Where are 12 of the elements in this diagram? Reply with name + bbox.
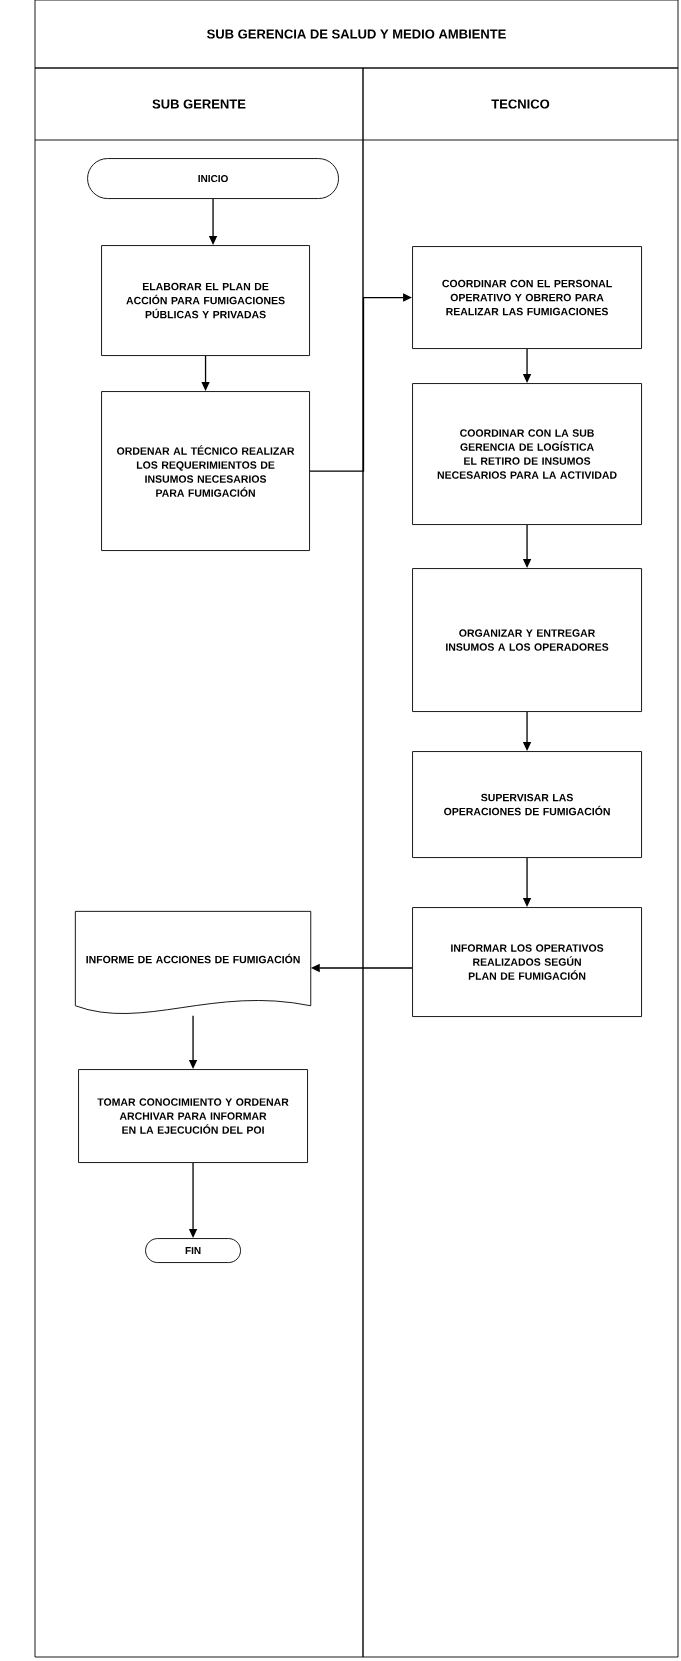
process-box: INFORMAR LOS OPERATIVOS REALIZADOS SEGÚN PLAN DE FUMIGACIÓN xyxy=(412,907,642,1017)
process-box: COORDINAR CON LA SUB GERENCIA DE LOGÍSTICA EL RETIRO DE INSUMOS NECESARIOS PARA LA ACTIVIDAD xyxy=(412,383,642,525)
process-box: ORGANIZAR Y ENTREGAR INSUMOS A LOS OPERADORES xyxy=(412,568,642,712)
document-shape: INFORME DE ACCIONES DE FUMIGACIÓN xyxy=(74,910,312,1014)
process-box: SUPERVISAR LAS OPERACIONES DE FUMIGACIÓN xyxy=(412,751,642,858)
process-box: ORDENAR AL TÉCNICO REALIZAR LOS REQUERIMIENTOS DE INSUMOS NECESARIOS PARA FUMIGACIÓN xyxy=(101,391,310,551)
process-box: TOMAR CONOCIMIENTO Y ORDENAR ARCHIVAR PARA INFORMAR EN LA EJECUCIÓN DEL POI xyxy=(78,1069,308,1163)
terminator: FIN xyxy=(145,1238,241,1263)
process-box: COORDINAR CON EL PERSONAL OPERATIVO Y OBRERO PARA REALIZAR LAS FUMIGACIONES xyxy=(412,246,642,349)
process-box: ELABORAR EL PLAN DE ACCIÓN PARA FUMIGACIONES PÚBLICAS Y PRIVADAS xyxy=(101,245,310,356)
terminator: INICIO xyxy=(87,158,339,199)
title-band: SUB GERENCIA DE SALUD Y MEDIO AMBIENTE xyxy=(34,0,679,69)
